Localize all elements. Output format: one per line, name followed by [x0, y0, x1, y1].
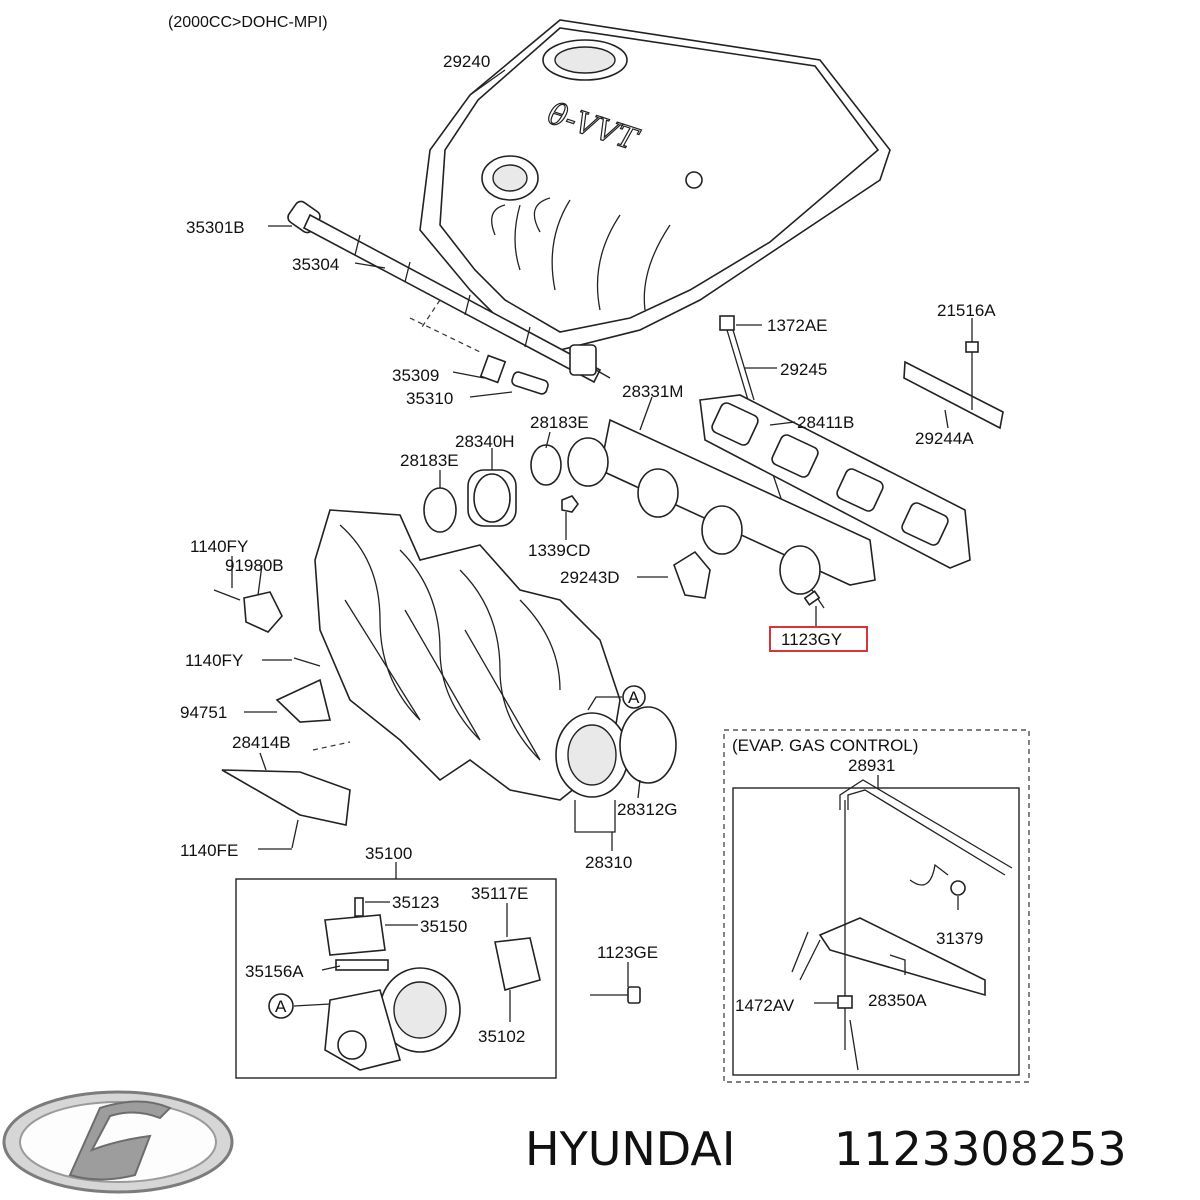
engine-note: (2000CC>DOHC-MPI) [168, 14, 328, 31]
highlight-box-1123gy [769, 626, 868, 652]
hose-28340h [467, 469, 517, 527]
callout-35309: 35309 [392, 366, 439, 385]
injector [479, 354, 549, 395]
callout-28312g: 28312G [617, 800, 678, 819]
callout-29245: 29245 [780, 360, 827, 379]
callout-28411b: 28411B [797, 413, 854, 432]
callout-35123: 35123 [392, 893, 439, 912]
callout-21516a: 21516A [937, 301, 996, 320]
callout-35150: 35150 [420, 917, 467, 936]
bracket-29243d [673, 550, 711, 599]
callout-35156a: 35156A [245, 962, 304, 981]
marker-a-manifold [622, 685, 646, 709]
callout-91980b: 91980B [225, 556, 284, 575]
callout-1123ge: 1123GE [597, 943, 658, 962]
marker-a-throttle-label: A [275, 997, 287, 1016]
evap-title: (EVAP. GAS CONTROL) [732, 736, 918, 755]
callout-28183e-upper: 28183E [530, 413, 589, 432]
callout-35301b: 35301B [186, 218, 245, 237]
callout-28331m: 28331M [622, 382, 683, 401]
callout-29240: 29240 [443, 52, 490, 71]
manifold-gasket [699, 394, 971, 569]
callout-28350a: 28350A [868, 991, 927, 1010]
bracket-28414b [221, 769, 351, 849]
footer-part-number: 1123308253 [834, 1122, 1127, 1176]
callout-1339cd: 1339CD [528, 541, 590, 560]
callout-1140fe: 1140FE [180, 841, 238, 860]
hyundai-logo-icon [2, 1090, 234, 1194]
evap-outer-box [723, 729, 1030, 1083]
bracket-91980b [213, 589, 283, 633]
throttle-gasket [619, 706, 677, 784]
intake-manifold [314, 509, 629, 801]
throttle-body [293, 897, 641, 1071]
callout-35102: 35102 [478, 1027, 525, 1046]
marker-a-throttle [268, 993, 294, 1019]
callout-29243d: 29243D [560, 568, 620, 587]
bracket-94751 [275, 657, 332, 723]
leader-lines [231, 69, 973, 851]
callout-1123gy: 1123GY [781, 630, 842, 649]
fuel-rail [287, 200, 611, 384]
bolt-1123gy [803, 589, 825, 609]
callout-1140fy-lower: 1140FY [185, 651, 243, 670]
callout-28414b: 28414B [232, 733, 291, 752]
callout-1372ae: 1372AE [767, 316, 828, 335]
runner-flange [567, 418, 876, 595]
marker-a-manifold-label: A [628, 688, 640, 707]
callout-1140fy-upper: 1140FY [190, 537, 248, 556]
callout-28931: 28931 [848, 756, 895, 775]
callout-28183e-lower: 28183E [400, 451, 459, 470]
footer-brand: HYUNDAI [525, 1122, 735, 1176]
callout-29244a: 29244A [915, 429, 974, 448]
callout-35304: 35304 [292, 255, 339, 274]
nut-1339cd [561, 495, 579, 513]
callout-31379: 31379 [936, 929, 983, 948]
callout-35117e: 35117E [471, 884, 528, 903]
seal-ring-right [530, 444, 562, 486]
callout-94751: 94751 [180, 703, 227, 722]
bracket-29244a [903, 341, 1004, 430]
callout-28340h: 28340H [455, 432, 515, 451]
callout-35100: 35100 [365, 844, 412, 863]
seal-ring-left [423, 487, 457, 533]
callout-1472av: 1472AV [735, 996, 795, 1015]
callout-35310: 35310 [406, 389, 453, 408]
engine-cover: θ-VVT [419, 19, 891, 351]
evap-hoses [791, 779, 1013, 1071]
callout-28310: 28310 [585, 853, 632, 872]
